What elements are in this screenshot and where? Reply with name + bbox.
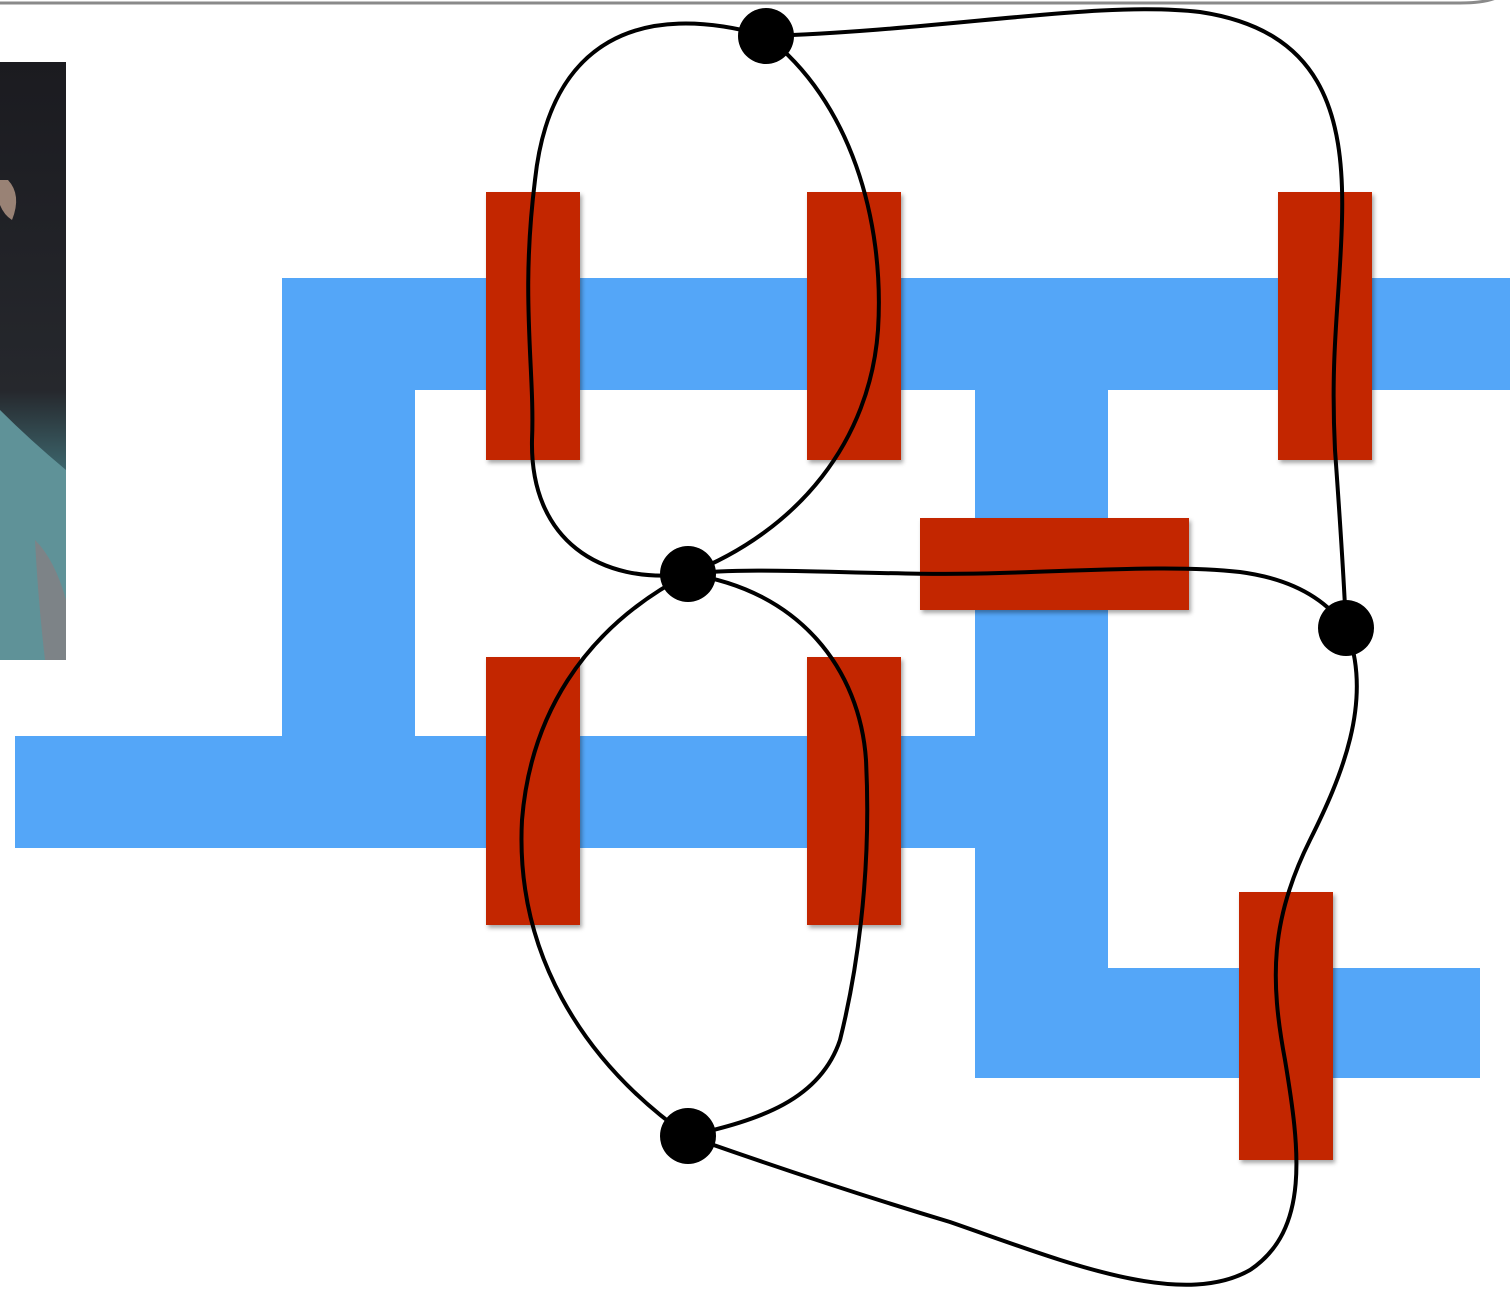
bridge-5	[486, 657, 580, 925]
edge-mid-bottom-left	[519, 572, 690, 1138]
bridge-7	[1239, 892, 1333, 1160]
bridge-2	[807, 192, 901, 460]
land-bottom-right-band	[975, 968, 1480, 1078]
edge-mid-bottom-right	[686, 572, 870, 1138]
node-top	[738, 8, 794, 64]
edge-right-bottom	[686, 626, 1359, 1287]
bridges	[486, 192, 1372, 1160]
node-bottom	[660, 1108, 716, 1164]
frame-border	[0, 0, 1495, 5]
graph-nodes	[660, 8, 1374, 1164]
bridge-3	[1278, 192, 1372, 460]
edge-top-mid-left	[526, 21, 768, 578]
node-middle	[660, 546, 716, 602]
edge-top-right	[764, 7, 1348, 630]
bridge-4	[920, 518, 1189, 610]
land-center-column	[975, 278, 1108, 1078]
edge-top-mid-right	[686, 34, 881, 576]
graph-edges	[519, 7, 1359, 1287]
node-right	[1318, 600, 1374, 656]
edge-mid-right	[686, 566, 1348, 630]
portrait-photo	[0, 62, 66, 660]
